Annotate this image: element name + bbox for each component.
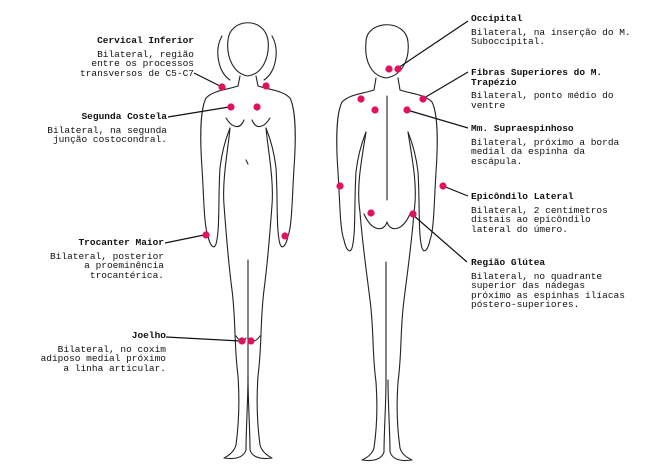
pointer-line-fibras-superiores	[424, 72, 468, 98]
label-supraespinhoso: Mm. Supraespinhoso Bilateral, próximo a …	[471, 124, 668, 166]
label-segunda-costela: Segunda Costela Bilateral, na segunda ju…	[0, 112, 167, 145]
label-title: Occipital	[471, 14, 668, 24]
pointer-line-supraespinhoso	[407, 110, 468, 128]
label-occipital: Occipital Bilateral, na inserção do M. S…	[471, 14, 668, 47]
tender-point-epicondilo-lateral-left	[336, 182, 343, 189]
tender-point-segunda-costela-right	[253, 103, 260, 110]
tender-point-cervical-inferior-right	[262, 82, 269, 89]
label-cervical-inferior: Cervical Inferior Bilateral, região entr…	[8, 36, 194, 78]
label-description: Bilateral, no quadrante superior das nád…	[471, 272, 668, 310]
label-title: Fibras Superiores do M. Trapézio	[471, 68, 668, 87]
label-joelho: Joelho Bilateral, no coxim adiposo media…	[0, 331, 166, 373]
label-description: Bilateral, na segunda junção costocondra…	[0, 126, 167, 145]
back-body-outline	[337, 25, 437, 461]
label-description: Bilateral, próximo a borda medial da esp…	[471, 138, 668, 167]
tender-point-epicondilo-lateral-right	[439, 182, 446, 189]
tender-point-regiao-glutea-right	[409, 210, 416, 217]
label-title: Segunda Costela	[0, 112, 167, 122]
pointer-line-cervical-inferior	[194, 73, 222, 87]
label-title: Epicôndilo Lateral	[471, 192, 668, 202]
tender-point-trocanter-maior-left	[202, 231, 209, 238]
pointer-line-epicondilo-lateral	[443, 186, 468, 196]
front-body-outline	[201, 23, 295, 459]
tender-point-joelho-right	[247, 337, 254, 344]
tender-point-trocanter-maior-right	[281, 232, 288, 239]
label-trocanter-maior: Trocanter Maior Bilateral, posterior a p…	[0, 238, 164, 280]
label-epicondilo-lateral: Epicôndilo Lateral Bilateral, 2 centímet…	[471, 192, 668, 234]
label-title: Trocanter Maior	[0, 238, 164, 248]
tender-point-occipital-left	[385, 65, 392, 72]
label-title: Região Glútea	[471, 258, 668, 268]
label-description: Bilateral, na inserção do M. Suboccipita…	[471, 28, 668, 47]
tender-point-fibras-superiores-left	[357, 95, 364, 102]
tender-point-regiao-glutea-left	[367, 209, 374, 216]
pointer-line-segunda-costela	[168, 107, 229, 117]
label-title: Joelho	[0, 331, 166, 341]
pointer-line-joelho	[166, 337, 240, 341]
label-description: Bilateral, ponto médio do ventre	[471, 91, 668, 110]
tender-point-supraespinhoso-left	[371, 106, 378, 113]
tender-point-segunda-costela-left	[227, 103, 234, 110]
pointer-line-regiao-glutea	[413, 215, 467, 262]
label-description: Bilateral, no coxim adiposo medial próxi…	[0, 345, 166, 374]
tender-point-cervical-inferior-left	[218, 83, 225, 90]
label-title: Mm. Supraespinhoso	[471, 124, 668, 134]
pointer-line-trocanter-maior	[165, 235, 204, 243]
tender-point-supraespinhoso-right	[403, 106, 410, 113]
label-description: Bilateral, região entre os processos tra…	[8, 50, 194, 79]
tender-point-joelho-left	[238, 337, 245, 344]
label-title: Cervical Inferior	[8, 36, 194, 46]
label-fibras-superiores: Fibras Superiores do M. Trapézio Bilater…	[471, 68, 668, 110]
tender-point-fibras-superiores-right	[419, 95, 426, 102]
label-description: Bilateral, 2 centímetros distais ao epic…	[471, 206, 668, 235]
label-description: Bilateral, posterior a proeminência troc…	[0, 252, 164, 281]
tender-point-occipital-right	[394, 65, 401, 72]
label-regiao-glutea: Região Glútea Bilateral, no quadrante su…	[471, 258, 668, 310]
